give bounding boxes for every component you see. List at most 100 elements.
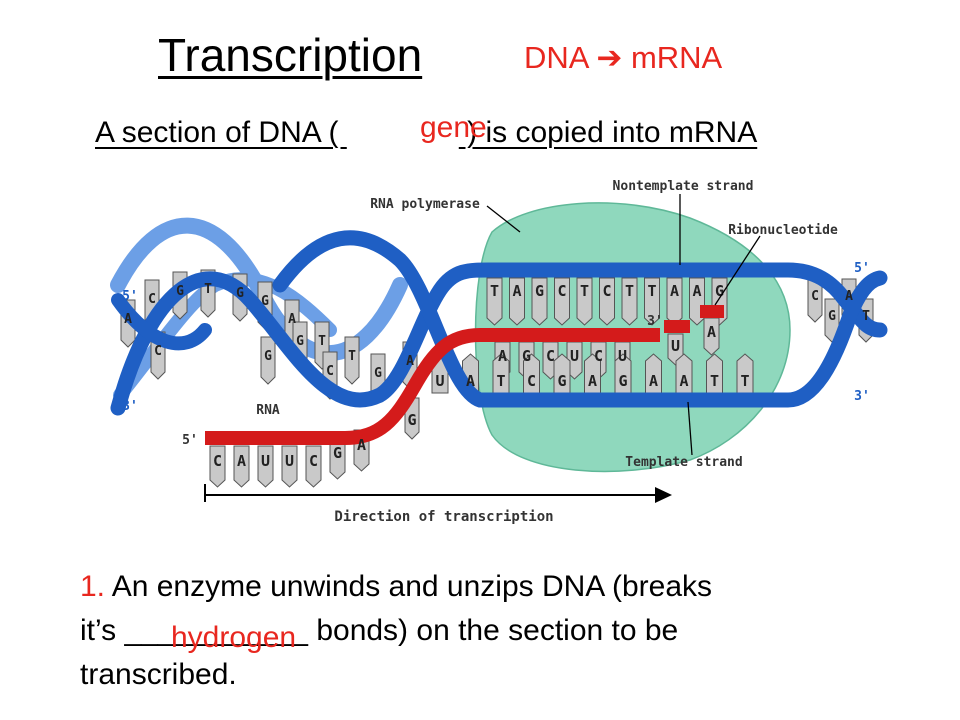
nontemplate-base — [509, 277, 525, 326]
rna-tail-base-letter: C — [213, 452, 222, 470]
template-base-letter: T — [740, 372, 749, 390]
callout-lines — [486, 194, 761, 456]
nontemplate-base-letter: A — [692, 282, 701, 300]
left-helix-base-letter: A — [406, 354, 414, 369]
section-sentence-end: ) is copied into mRNA — [458, 116, 758, 149]
left-helix-base-letter: G — [176, 284, 184, 299]
right-helix-base-letter: G — [828, 309, 836, 324]
template-base-letter: A — [588, 372, 597, 390]
section-sentence: A section of DNA ( ) is copied into mRNA — [95, 113, 757, 153]
nontemplate-base-letter: T — [490, 282, 499, 300]
rna-tail-base-letter: A — [237, 452, 246, 470]
five-prime-rna: 5' — [182, 433, 198, 448]
left-helix-base-letter: T — [204, 282, 212, 297]
direction-label: Direction of transcription — [334, 509, 553, 525]
left-helix-base-letter: C — [148, 292, 156, 307]
rna-tail-base-letter: U — [285, 452, 294, 470]
step-line-3: transcribed. — [80, 658, 237, 691]
right-helix-base-letter: C — [811, 289, 819, 304]
direction-arrow-head — [655, 487, 672, 503]
right-helix-base-letter: A — [845, 289, 853, 304]
nontemplate-base-letter: A — [670, 282, 679, 300]
nontemplate-base — [576, 277, 593, 326]
nontemplate-base-letter: T — [647, 282, 656, 300]
hydrogen-answer: hydrogen — [171, 621, 297, 654]
left-helix-base-letter: G — [374, 366, 382, 381]
nontemplate-base-letter: A — [512, 282, 521, 300]
template-base-letter: A — [466, 372, 475, 390]
rna-tail-base-letter: A — [357, 436, 366, 454]
rna-tail-base-letter: G — [407, 411, 416, 429]
rna-tail-base-letter: C — [309, 452, 318, 470]
ribonucleotide-label: Ribonucleotide — [728, 223, 838, 238]
left-helix-base-letter: G — [296, 334, 304, 349]
nontemplate-base-letter: T — [580, 282, 589, 300]
nontemplate-base-letter: G — [715, 282, 724, 300]
template-base-letter: G — [618, 372, 627, 390]
left-helix-base-letter: G — [264, 349, 272, 364]
incoming-ribonucleotide — [700, 305, 724, 318]
left-helix-base-letter: A — [288, 312, 296, 327]
nontemplate-base — [486, 277, 503, 326]
rna-base-letter: U — [570, 347, 579, 365]
rna-label: RNA — [256, 403, 280, 418]
template-base-letter: G — [557, 372, 566, 390]
left-helix-base-letter: A — [124, 312, 132, 327]
step-line-1: An enzyme unwinds and unzips DNA (breaks — [105, 570, 713, 603]
step-text: 1. An enzyme unwinds and unzips DNA (bre… — [80, 565, 940, 697]
three-prime-right-bottom: 3' — [854, 389, 870, 404]
rna-tail-base — [305, 445, 322, 488]
rna-tail-base — [209, 445, 226, 488]
rna-base-letter: A — [498, 347, 507, 365]
rna-strand — [205, 305, 724, 445]
rna-tail-base-letter: G — [333, 444, 342, 462]
three-prime-left-bottom: 3' — [122, 399, 138, 414]
page-title: Transcription — [158, 29, 423, 81]
three-prime-rna: 3' — [647, 314, 663, 329]
rna-base-letter: U — [618, 347, 627, 365]
template-base-letter: A — [679, 372, 688, 390]
left-helix-base-letter: C — [326, 364, 334, 379]
nontemplate-base-letter: G — [535, 282, 544, 300]
subtitle: DNA ➔ mRNA — [524, 40, 723, 75]
template-base-letter: A — [649, 372, 658, 390]
nontemplate-base — [621, 277, 638, 326]
step-line-2: it’s ___________ bonds) on the section t… — [80, 614, 679, 647]
template-base-letter: T — [496, 372, 505, 390]
left-helix-base-letter: G — [261, 294, 269, 309]
rna-base-letter: G — [522, 347, 531, 365]
five-prime-left-top: 5' — [122, 289, 138, 304]
left-helix-base-letter: C — [154, 344, 162, 359]
template-base-letter: C — [527, 372, 536, 390]
nontemplate-base — [599, 277, 615, 326]
dna-front-strands — [110, 230, 888, 416]
right-helix-base-letter: T — [862, 309, 870, 324]
gene-answer: gene — [420, 111, 487, 144]
rna-tail-base — [281, 445, 298, 488]
rna-tail-base-letter: U — [261, 452, 270, 470]
rna-3prime-base-letter: U — [671, 337, 680, 355]
template-strand-label: Template strand — [625, 455, 742, 470]
left-helix-base — [344, 336, 360, 385]
nontemplate-base — [554, 277, 570, 326]
nontemplate-base — [531, 277, 548, 326]
step-number: 1. — [80, 570, 106, 603]
rna-polymerase-label: RNA polymerase — [370, 197, 480, 212]
nontemplate-base — [644, 277, 660, 326]
template-base-letter: U — [435, 372, 444, 390]
left-helix-base-letter: G — [236, 286, 244, 301]
rna-tail-base — [257, 445, 274, 488]
nontemplate-base-letter: C — [602, 282, 611, 300]
rna-3prime-end — [664, 320, 690, 333]
rna-base-letter: C — [546, 347, 555, 365]
left-helix-base-letter: T — [318, 334, 326, 349]
section-sentence-start: A section of DNA ( — [95, 116, 347, 149]
left-helix-base-letter: T — [348, 349, 356, 364]
five-prime-right-top: 5' — [854, 261, 870, 276]
nontemplate-base-letter: T — [625, 282, 634, 300]
nontemplate-strand-label: Nontemplate strand — [613, 179, 754, 194]
rna-base-letter: C — [594, 347, 603, 365]
template-base-letter: T — [710, 372, 719, 390]
